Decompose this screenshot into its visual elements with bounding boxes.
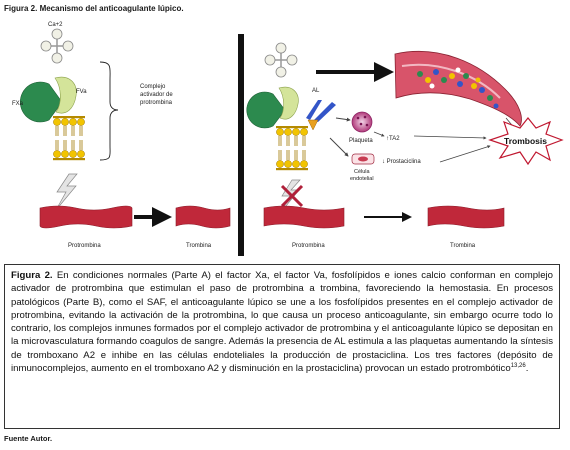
caption-text: En condiciones normales (Parte A) el fac… xyxy=(11,270,553,375)
thrombin-label-b: Trombina xyxy=(450,243,476,249)
caption-end: . xyxy=(525,363,529,375)
fva-factor-icon-b xyxy=(278,86,299,120)
arrow-al-to-platelet xyxy=(335,117,351,122)
figure-caption: Figura 2. En condiciones normales (Parte… xyxy=(4,264,560,429)
platelet-label: Plaqueta xyxy=(349,138,373,144)
fva-label: FVa xyxy=(76,89,87,95)
prothrombin-strand-a xyxy=(39,205,133,229)
prothrombin-label-b: Protrombina xyxy=(292,243,325,249)
fxa-label: FXa xyxy=(12,101,24,107)
platelet-icon xyxy=(351,111,373,133)
complex-label-line3: protrombina xyxy=(140,100,173,106)
arrow-prostacyclin-to-thrombosis xyxy=(439,145,491,163)
mechanism-diagram: Ca+2 FXa FVa xyxy=(12,22,564,256)
calcium-ion-icon-b xyxy=(264,42,298,78)
al-label: AL xyxy=(312,88,320,94)
caption-bold-prefix: Figura 2. xyxy=(11,270,53,281)
arrow-al-to-endothelium xyxy=(329,137,349,157)
source-note: Fuente Autor. xyxy=(4,434,53,443)
complex-label-line2: activador de xyxy=(140,92,173,98)
fxa-factor-icon xyxy=(19,81,63,123)
endothelial-label-line1: Célula xyxy=(354,169,371,175)
fxa-factor-icon-b xyxy=(246,91,286,129)
thrombin-label-a: Trombina xyxy=(186,243,212,249)
thrombin-strand-b xyxy=(427,205,505,229)
prothrombin-strand-b xyxy=(263,205,345,229)
thrombosis-label: Trombosis xyxy=(504,136,547,146)
lightning-activation-icon xyxy=(55,173,78,211)
caption-citation: 13,26 xyxy=(510,362,526,369)
complex-label-line1: Complejo xyxy=(140,84,166,90)
arrow-platelet-to-ta2 xyxy=(373,131,385,137)
prostacyclin-label: ↓ Prostaciclina xyxy=(382,159,421,165)
parts-divider xyxy=(238,34,244,256)
thrombin-strand-a xyxy=(175,205,231,229)
part-b: AL xyxy=(246,42,564,249)
ta2-label: ↑TA2 xyxy=(386,136,400,142)
figure-title: Figura 2. Mecanismo del anticoagulante l… xyxy=(4,4,184,13)
blood-vessel-clot-icon xyxy=(394,50,522,127)
lupus-anticoagulant-antibody-icon xyxy=(306,100,336,131)
calcium-label: Ca+2 xyxy=(48,22,63,28)
phospholipid-bilayer-icon xyxy=(53,116,85,161)
complex-bracket xyxy=(99,61,119,161)
calcium-ion-icon xyxy=(40,28,74,64)
phospholipid-bilayer-icon-b xyxy=(276,126,308,171)
fva-factor-icon xyxy=(54,76,77,114)
prothrombin-label-a: Protrombina xyxy=(68,243,101,249)
inhibition-cross-icon xyxy=(280,184,304,208)
part-a: Ca+2 FXa FVa xyxy=(12,22,231,249)
thrombosis-burst-icon xyxy=(488,117,564,166)
arrow-ta2-to-thrombosis xyxy=(413,135,487,140)
endothelial-label-line2: endotelial xyxy=(350,176,374,182)
